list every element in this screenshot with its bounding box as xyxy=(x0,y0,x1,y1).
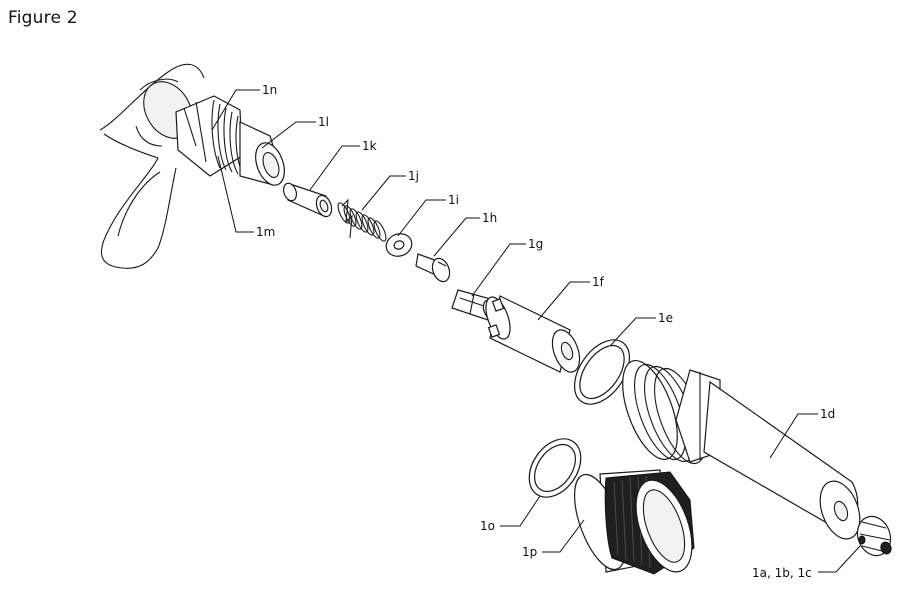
part-1d-body xyxy=(622,359,861,540)
label-1g: 1g xyxy=(528,237,543,251)
leader-lines xyxy=(211,89,861,573)
part-1k-spring xyxy=(337,198,387,242)
label-1j: 1j xyxy=(408,169,419,183)
part-1e-o-ring xyxy=(573,339,631,405)
part-1o-o-ring xyxy=(528,438,582,498)
label-1n: 1n xyxy=(262,83,277,97)
part-1f-cylinder xyxy=(485,295,581,373)
label-1p: 1p xyxy=(522,545,537,559)
figure-title: Figure 2 xyxy=(8,8,78,28)
part-1a-1b-1c-nozzle xyxy=(856,515,892,557)
label-1d: 1d xyxy=(820,407,835,421)
label-1k: 1k xyxy=(362,139,377,153)
part-1p-knurled-nut xyxy=(573,469,695,575)
part-1h-pin xyxy=(415,253,451,283)
label-1h: 1h xyxy=(482,211,497,225)
part-labels: 1n 1l 1k 1j 1i 1h 1g 1f 1e 1d 1m 1o 1p 1… xyxy=(256,83,835,580)
label-1a-1b-1c: 1a, 1b, 1c xyxy=(752,566,812,580)
label-1f: 1f xyxy=(592,275,605,289)
label-1i: 1i xyxy=(448,193,459,207)
part-1n-1m-fitting xyxy=(175,95,285,186)
part-1i-washer xyxy=(385,233,413,257)
label-1l: 1l xyxy=(318,115,329,129)
label-1m: 1m xyxy=(256,225,275,239)
label-1o: 1o xyxy=(480,519,495,533)
gun-handle xyxy=(99,63,205,269)
part-1l-tube xyxy=(282,182,333,218)
label-1e: 1e xyxy=(658,311,673,325)
